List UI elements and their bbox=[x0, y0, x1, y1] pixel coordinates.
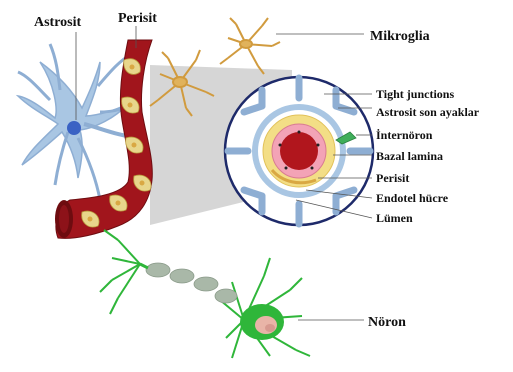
neuron-nucleus bbox=[255, 316, 277, 334]
astrocyte-nucleus bbox=[67, 121, 81, 135]
lumen-disc bbox=[280, 132, 318, 170]
label-perisit-top: Perisit bbox=[118, 11, 157, 26]
label-mikroglia: Mikroglia bbox=[370, 29, 430, 44]
label-endotel-hucre: Endotel hücre bbox=[376, 191, 449, 205]
label-noron: Nöron bbox=[368, 315, 406, 330]
label-astrosit: Astrosit bbox=[34, 15, 82, 30]
label-astrosit-son-ayaklar: Astrosit son ayaklar bbox=[376, 105, 480, 119]
astrocyte bbox=[18, 44, 140, 200]
label-internoron: İnternöron bbox=[376, 128, 433, 142]
axon-myelin bbox=[146, 263, 237, 303]
label-bazal-lamina: Bazal lamina bbox=[376, 149, 443, 163]
label-perisit: Perisit bbox=[376, 171, 409, 185]
neuron bbox=[100, 230, 310, 358]
label-lumen: Lümen bbox=[376, 211, 413, 225]
vessel-cross-section bbox=[225, 77, 373, 225]
label-tight-junctions: Tight junctions bbox=[376, 87, 454, 101]
microglia-2 bbox=[220, 18, 280, 74]
